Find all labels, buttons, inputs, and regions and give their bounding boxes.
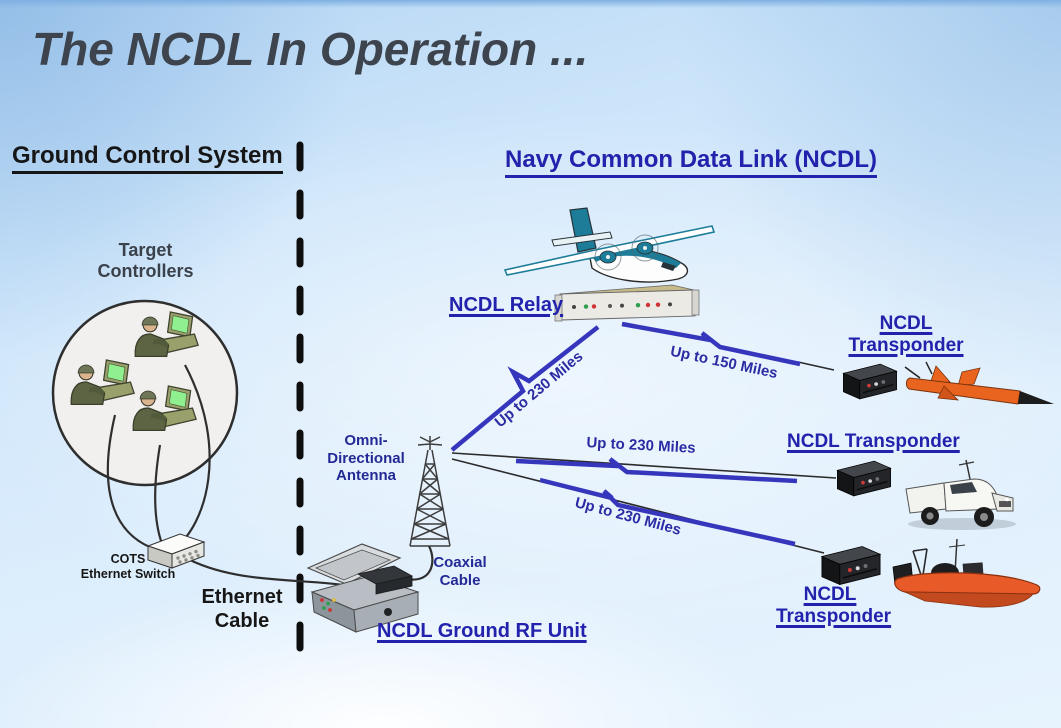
transponder-box-air-graphic [842, 363, 898, 400]
aircraft-graphic [503, 207, 716, 283]
coaxial-cable-label: Coaxial Cable [433, 554, 487, 589]
omni-antenna-label: Omni- Directional Antenna [327, 432, 405, 485]
bolt-antenna-to-boat [539, 477, 796, 547]
ground-rf-unit-label: NCDL Ground RF Unit [377, 620, 587, 642]
ethernet-cable-line [189, 559, 353, 588]
bolt-relay-to-antenna [450, 325, 600, 452]
ncdl-header: Navy Common Data Link (NCDL) [505, 146, 878, 178]
transponder-box-boat-graphic [821, 545, 881, 586]
antenna-tower-graphic [409, 436, 451, 547]
transponder-truck-label: NCDL Transponder [787, 431, 960, 452]
target-controllers-label: Target Controllers [97, 240, 194, 282]
lightning-bolt-links [450, 321, 801, 547]
transponder-air-label: NCDL Transponder [848, 313, 964, 357]
ground-control-header: Ground Control System [12, 142, 283, 174]
relay-unit-graphic [554, 284, 700, 322]
cots-switch-label: COTS Ethernet Switch [80, 552, 176, 581]
page-title: The NCDL In Operation ... [32, 23, 589, 75]
boat-graphic [892, 538, 1041, 608]
controller-cables [106, 364, 211, 550]
ncdl-relay-label: NCDL Relay [449, 294, 564, 316]
target-controllers-graphic [51, 299, 239, 487]
ethernet-cable-label: Ethernet Cable [201, 586, 283, 632]
ground-rf-unit-graphic [306, 543, 420, 633]
transponder-box-truck-graphic [836, 460, 892, 497]
truck-graphic [905, 459, 1016, 530]
ethernet-switch-graphic [146, 533, 206, 569]
bolt-antenna-to-truck [515, 457, 798, 484]
transponder-boat-label: NCDL Transponder [776, 584, 892, 628]
bolt-relay-to-air [621, 321, 801, 367]
aerial-target-graphic [904, 361, 1054, 405]
